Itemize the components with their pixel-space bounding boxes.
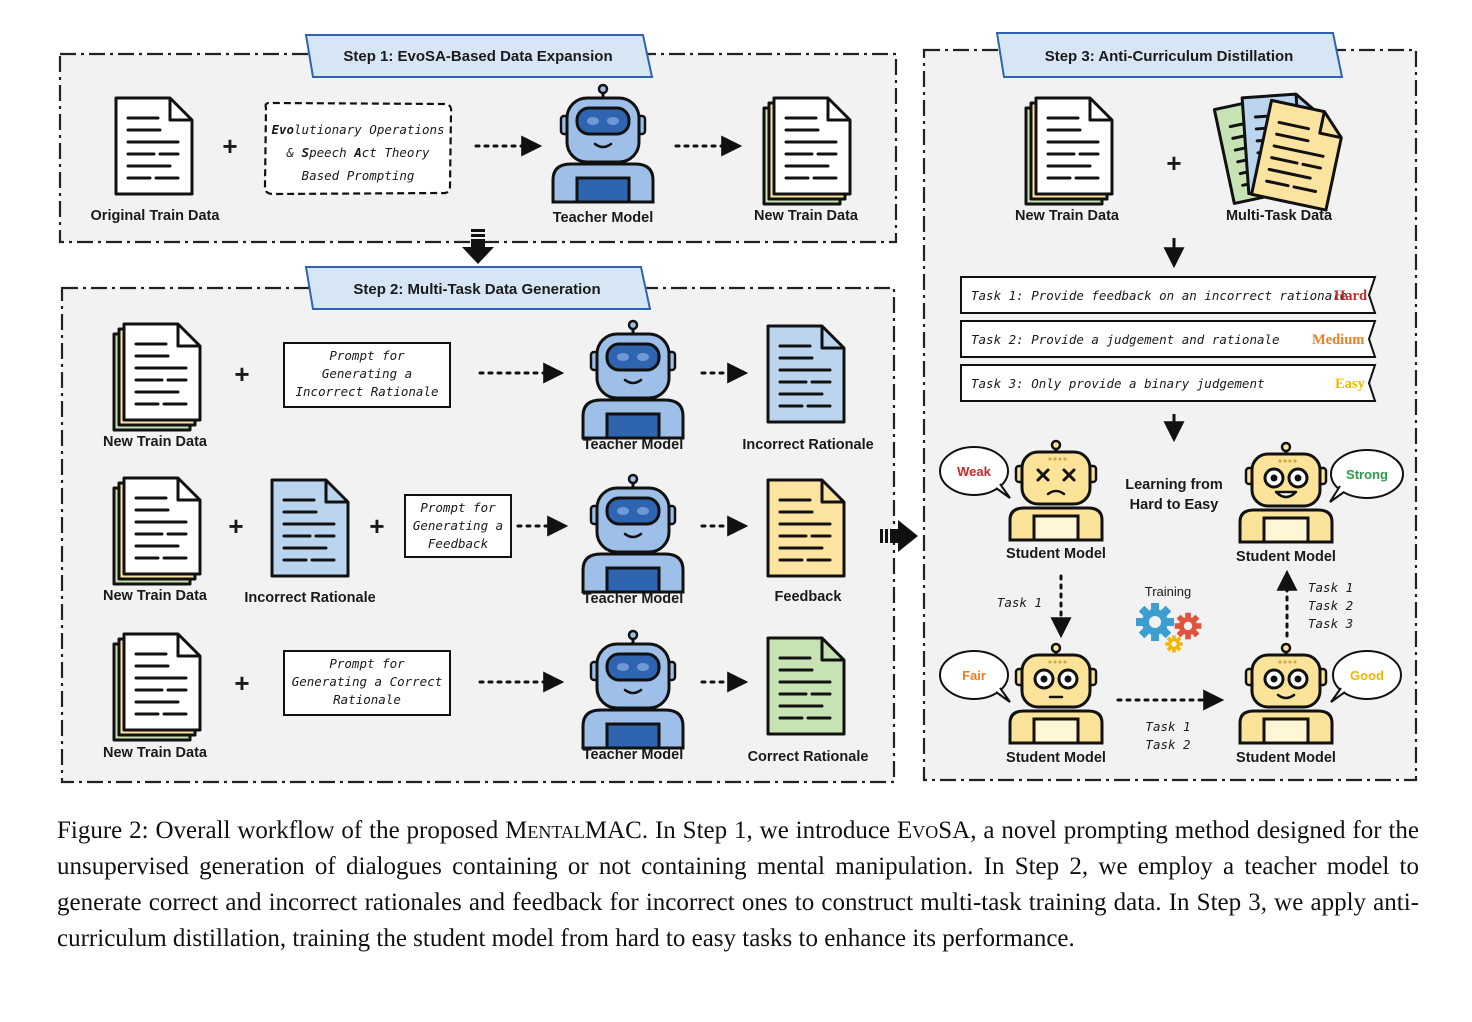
step3-title: Step 3: Anti-Curriculum Distillation: [1045, 48, 1294, 65]
new-train-data-label: New Train Data: [754, 208, 859, 224]
svg-text:Incorrect Rationale: Incorrect Rationale: [296, 384, 439, 399]
student-model-robot-icon: [1008, 642, 1104, 745]
incorrect-rationale-label: Incorrect Rationale: [742, 437, 873, 453]
student-model-robot-icon: [1238, 642, 1334, 745]
new-train-data-stack-icon: [764, 98, 850, 204]
svg-text:Fair: Fair: [962, 668, 986, 683]
new-train-data-label: New Train Data: [103, 588, 208, 604]
incorrect-rationale-doc-icon: [766, 324, 846, 424]
incorrect-rationale-doc-icon: [270, 478, 350, 578]
correct-rationale-label: Correct Rationale: [748, 749, 869, 765]
difficulty-easy-badge: Easy: [1335, 376, 1366, 392]
step1-title-tab: Step 1: EvoSA-Based Data Expansion: [304, 34, 654, 78]
student-model-robot-icon: [1008, 439, 1104, 542]
training-label: Training: [1145, 584, 1191, 599]
difficulty-hard-badge: Hard: [1334, 288, 1367, 304]
strong-speech-bubble: Strong: [1329, 449, 1404, 503]
task-1-box: Task 1: Provide feedback on an incorrect…: [960, 276, 1377, 314]
svg-text:Prompt for: Prompt for: [420, 500, 496, 515]
svg-text:Generating a Correct: Generating a Correct: [292, 674, 443, 689]
plus-icon: +: [234, 668, 249, 698]
svg-text:Good: Good: [1350, 668, 1384, 683]
evosa-prompt-box: Evolutionary Operations & Speech Act The…: [263, 101, 453, 196]
good-speech-bubble: Good: [1330, 650, 1402, 703]
correct-rationale-doc-icon: [766, 636, 846, 736]
svg-text:Strong: Strong: [1346, 467, 1388, 482]
new-train-data-stack-icon: [114, 324, 200, 430]
svg-text:Generating a: Generating a: [322, 366, 412, 381]
svg-text:Rationale: Rationale: [333, 692, 401, 707]
multi-task-data-label: Multi-Task Data: [1226, 208, 1333, 224]
feedback-doc-icon: [766, 478, 846, 578]
task-sequence-12-line2: Task 2: [1145, 737, 1190, 752]
plus-icon: +: [369, 511, 384, 541]
student-model-label: Student Model: [1006, 750, 1106, 766]
student-model-label: Student Model: [1236, 549, 1336, 565]
teacher-model-label: Teacher Model: [583, 747, 683, 763]
task-3-box: Task 3: Only provide a binary judgement …: [960, 364, 1377, 402]
teacher-model-label: Teacher Model: [583, 437, 683, 453]
plus-icon: +: [222, 131, 237, 161]
teacher-model-label: Teacher Model: [553, 210, 653, 226]
task-2-text: Task 2: Provide a judgement and rational…: [971, 332, 1280, 347]
new-train-data-stack-icon: [114, 634, 200, 740]
task-sequence-123-line2: Task 2: [1308, 598, 1353, 613]
teacher-model-label: Teacher Model: [583, 591, 683, 607]
task-sequence-123-line1: Task 1: [1308, 580, 1353, 595]
student-model-robot-icon: [1238, 441, 1334, 544]
task-sequence-123-line3: Task 3: [1308, 616, 1353, 631]
new-train-data-label: New Train Data: [103, 434, 208, 450]
workflow-diagram: Step 1: EvoSA-Based Data Expansion Step …: [58, 32, 1418, 784]
prompt-correct-rationale-box: Prompt for Generating a Correct Rational…: [283, 650, 451, 716]
new-train-data-label: New Train Data: [1015, 208, 1120, 224]
plus-icon: +: [228, 511, 243, 541]
student-model-label: Student Model: [1006, 546, 1106, 562]
original-train-data-label: Original Train Data: [91, 208, 221, 224]
incorrect-rationale-label: Incorrect Rationale: [244, 590, 375, 606]
learning-label-line1: Learning from: [1125, 477, 1222, 493]
plus-icon: +: [234, 359, 249, 389]
step2-title: Step 2: Multi-Task Data Generation: [353, 281, 600, 298]
task-sequence-12-line1: Task 1: [1145, 719, 1190, 734]
task-1-text: Task 1: Provide feedback on an incorrect…: [971, 288, 1347, 303]
svg-text:Feedback: Feedback: [428, 536, 489, 551]
svg-text:Weak: Weak: [957, 464, 991, 479]
step2-to-step3-arrow: [880, 520, 918, 552]
fair-speech-bubble: Fair: [939, 650, 1011, 703]
svg-text:& Speech Act Theory: & Speech Act Theory: [285, 145, 429, 160]
task-3-text: Task 3: Only provide a binary judgement: [971, 376, 1265, 391]
student-model-label: Student Model: [1236, 750, 1336, 766]
feedback-label: Feedback: [775, 589, 843, 605]
task-sequence-1: Task 1: [997, 595, 1042, 610]
task-2-box: Task 2: Provide a judgement and rational…: [960, 320, 1377, 358]
plus-icon: +: [1166, 148, 1181, 178]
new-train-data-stack-icon: [114, 478, 200, 584]
prompt-feedback-box: Prompt for Generating a Feedback: [404, 494, 512, 558]
new-train-data-stack-icon: [1026, 98, 1112, 204]
svg-text:Evolutionary Operations: Evolutionary Operations: [271, 122, 444, 137]
svg-text:Generating a: Generating a: [413, 518, 503, 533]
prompt-incorrect-rationale-box: Prompt for Generating a Incorrect Ration…: [283, 342, 451, 408]
step1-to-step2-arrow: [462, 229, 494, 264]
step1-panel: [58, 52, 898, 244]
new-train-data-label: New Train Data: [103, 745, 208, 761]
figure-caption: Figure 2: Overall workflow of the propos…: [57, 817, 1419, 952]
svg-text:Prompt for: Prompt for: [329, 348, 405, 363]
learning-label-line2: Hard to Easy: [1130, 497, 1219, 513]
step2-title-tab: Step 2: Multi-Task Data Generation: [304, 266, 652, 310]
svg-text:Based Prompting: Based Prompting: [302, 168, 415, 183]
step3-title-tab: Step 3: Anti-Curriculum Distillation: [995, 32, 1344, 78]
original-train-data-icon: [114, 96, 194, 196]
difficulty-medium-badge: Medium: [1312, 332, 1364, 348]
weak-speech-bubble: Weak: [939, 446, 1011, 499]
step1-title: Step 1: EvoSA-Based Data Expansion: [343, 48, 612, 65]
svg-text:Prompt for: Prompt for: [329, 656, 405, 671]
